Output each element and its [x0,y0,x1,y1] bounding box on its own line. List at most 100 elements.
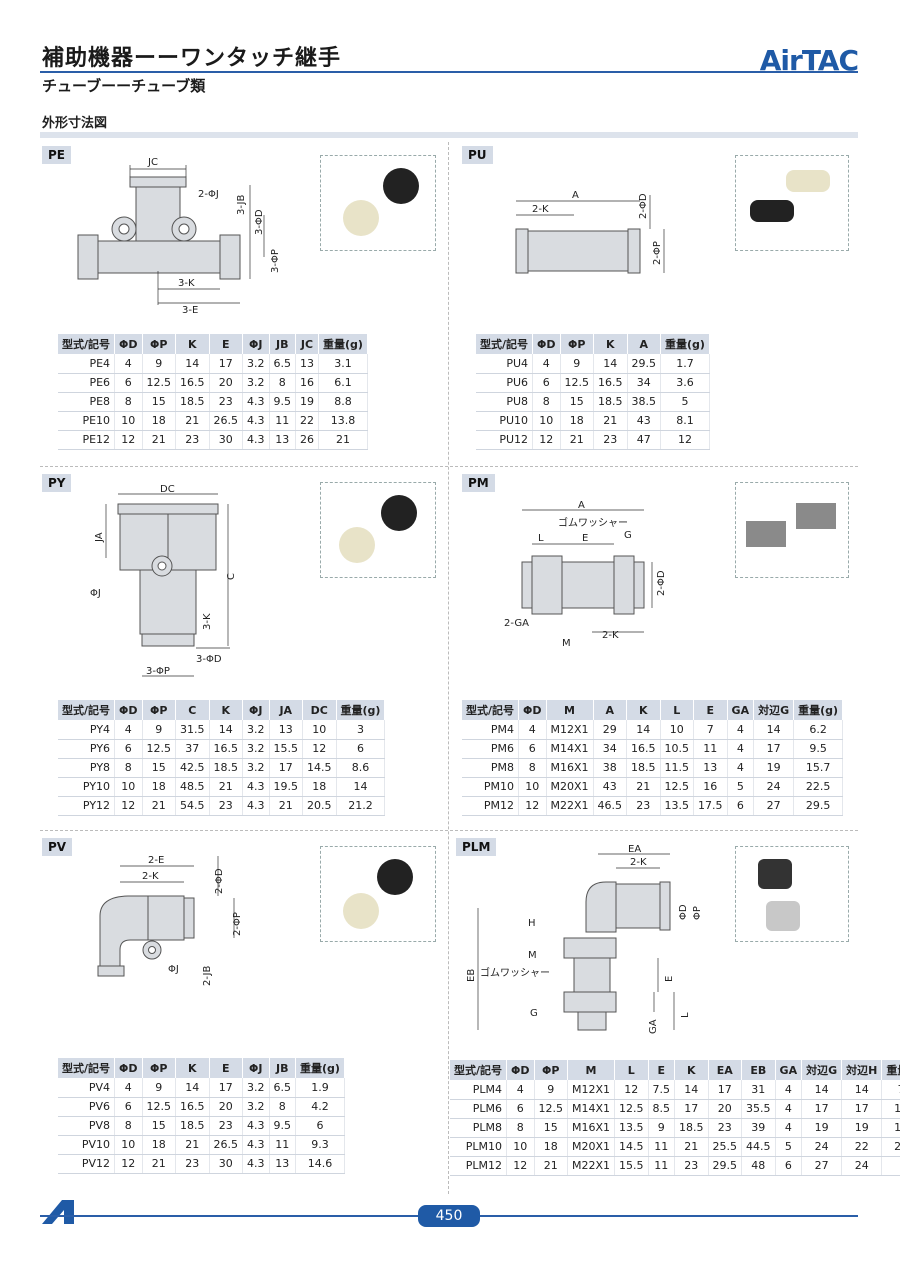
table-cell: 6 [518,739,547,759]
pe-dim-e: 3-E [182,305,198,315]
column-header: JC [295,334,320,354]
column-header: 型式/記号 [58,1058,116,1078]
column-header: 重量(g) [336,700,386,720]
column-header: ΦD [518,700,547,720]
table-cell: 9 [142,354,177,374]
table-cell: 19 [841,1118,883,1138]
column-header: GA [775,1060,803,1080]
table-cell: 13.5 [660,796,695,816]
table-cell: PY6 [58,739,116,759]
pe-dim-p: 3-ΦP [270,249,281,273]
table-cell: 8 [269,1097,297,1117]
table-cell: 12.5 [142,739,177,759]
pm-dim-k: 2-K [602,630,619,641]
plm-dim-d: ΦD [678,904,689,920]
table-cell: 30 [209,430,244,450]
table-cell: M12X1 [567,1080,616,1100]
table-cell: 17 [209,354,244,374]
table-cell: 10 [302,720,337,740]
plm-dim-p: ΦP [692,906,703,920]
py-dim-p: 3-ΦP [146,666,170,677]
table-cell: 16.5 [175,373,210,393]
table-cell: 35.5 [741,1099,776,1119]
py-photo [320,482,436,578]
table-cell: 17 [708,1080,743,1100]
table-cell: 12 [506,1156,535,1176]
table-cell: 4 [114,354,143,374]
pv-dim-p: 2-ΦP [232,912,243,936]
column-header: 重量(g) [881,1060,900,1080]
table-cell: 4.3 [242,1135,270,1155]
column-header: ΦP [560,334,595,354]
table-cell: 17 [801,1099,843,1119]
pm-dim-e: E [582,533,588,544]
table-cell: 21 [560,430,595,450]
py-dim-k: 3-K [202,613,213,630]
table-cell: 21 [142,796,177,816]
column-header: 対辺G [753,700,795,720]
py-dim-j: ΦJ [90,588,101,599]
table-cell: 8.8 [318,392,368,412]
row-divider-2 [40,830,858,831]
table-cell: 12.5 [142,373,177,393]
page-subtitle: チューブーーチューブ類 [42,77,206,95]
table-cell: 5 [660,392,710,412]
table-cell: M12X1 [546,720,594,740]
table-cell: 6.5 [269,1078,297,1098]
table-cell: 22 [841,1137,883,1157]
pv-photo [320,846,436,942]
table-cell: 23 [175,1154,210,1174]
table-cell: 6 [532,373,561,393]
plm-table-wrap: 型式/記号ΦDΦPMLEKEAEBGA対辺G対辺H重量(g)PLM449M12X… [450,1060,900,1176]
table-cell: 26.2 [881,1137,900,1157]
column-header: EB [741,1060,776,1080]
column-header: K [175,1058,210,1078]
table-cell: 18 [142,411,177,431]
table-cell: 18.5 [593,392,628,412]
table-cell: 15 [142,1116,177,1136]
table-cell: 11 [269,411,297,431]
table-cell: 4 [532,354,561,374]
column-header: C [175,700,210,720]
table-cell: 4.3 [242,1154,270,1174]
table-cell: 12 [302,739,337,759]
table-cell: 23 [209,1116,244,1136]
py-dim-d: 3-ΦD [196,654,222,665]
table-cell: 19.5 [269,777,304,797]
py-drawing: DC JA ΦJ C 3-K 3-ΦD 3-ΦP [90,484,237,677]
table-cell: 4 [727,739,755,759]
pm-dim-d: 2-ΦD [656,570,667,596]
table-cell: 18 [302,777,337,797]
column-header: M [567,1060,616,1080]
table-cell: 29.5 [793,796,844,816]
pv-dim-e: 2-E [148,855,164,866]
pm-dim-a: A [578,500,585,511]
column-header: 型式/記号 [462,700,520,720]
pu-dim-a: A [572,190,579,201]
table-cell: 20 [209,373,244,393]
table-cell: 6 [506,1099,535,1119]
table-cell: 12.5 [560,373,595,393]
table-cell: 3.2 [242,720,270,740]
table-cell: PU10 [476,411,534,431]
table-cell: 21 [674,1137,709,1157]
table-cell: 8.1 [660,411,710,431]
table-cell: 21 [142,430,177,450]
table-cell: 9 [142,1078,177,1098]
table-cell: 3.1 [318,354,368,374]
table-cell: 26.5 [209,1135,244,1155]
table-cell: 10 [532,411,561,431]
table-cell: 3.2 [242,1097,270,1117]
table-cell: 10 [660,720,695,740]
pv-dim-j: ΦJ [168,964,179,975]
table-cell: PY4 [58,720,116,740]
table-cell: 37 [175,739,210,759]
table-cell: 5 [775,1137,803,1157]
table-cell: 4 [114,1078,143,1098]
plm-spec-table: 型式/記号ΦDΦPMLEKEAEBGA対辺G対辺H重量(g)PLM449M12X… [450,1060,900,1176]
